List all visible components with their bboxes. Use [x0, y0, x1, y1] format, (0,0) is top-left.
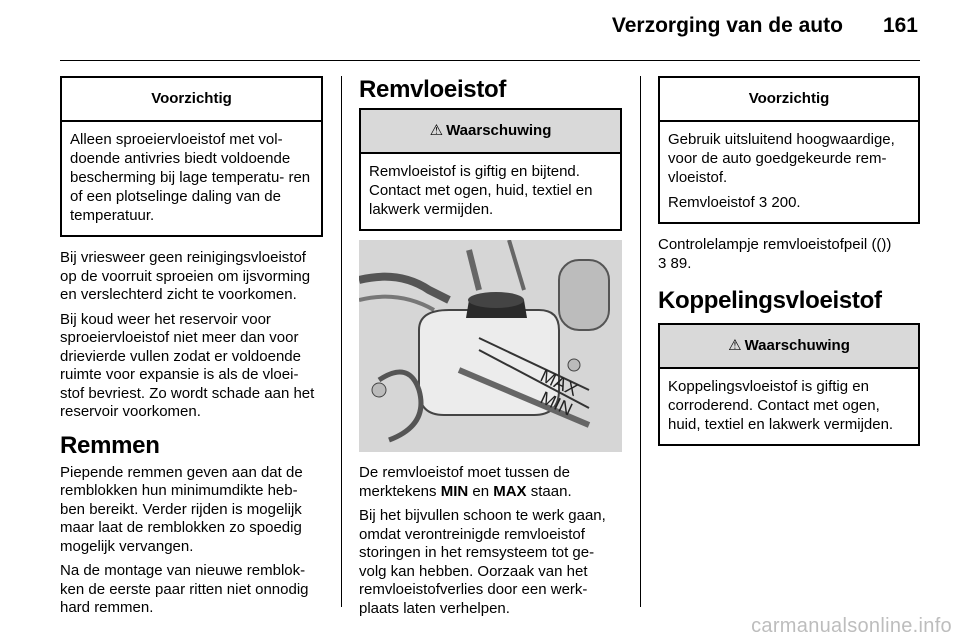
text-segment: staan.	[526, 482, 572, 500]
page-header: Verzorging van de auto 161	[612, 14, 918, 38]
text-segment: en	[468, 482, 494, 500]
lamp-ref-page: 89.	[670, 254, 692, 272]
caution-box-text: Alleen sproeiervloeistof met vol- doende…	[70, 131, 311, 224]
paragraph-reservoir-fill: Bij koud weer het reservoir voor sproeie…	[60, 310, 315, 421]
max-mark: MAX	[493, 482, 527, 500]
min-mark: MIN	[440, 482, 469, 500]
paragraph-frost-spray: Bij vriesweer geen reinigingsvloeistof o…	[60, 249, 311, 303]
caution-box-body: Gebruik uitsluitend hoogwaardige, voor d…	[660, 122, 918, 222]
warning-box-title: Waarschuwing	[744, 337, 850, 354]
caution-box-washer-fluid: Voorzichtig Alleen sproeiervloeistof met…	[60, 76, 323, 237]
ref-text: Remvloeistof	[668, 194, 755, 211]
warning-box-body: Koppelingsvloeistof is giftig en corrode…	[660, 369, 918, 444]
column-divider-1	[341, 76, 342, 607]
watermark: carmanualsonline.info	[751, 615, 952, 637]
cross-reference: Remvloeistof 3 200.	[668, 193, 910, 212]
reservoir-drawing: MAX MIN	[359, 240, 622, 452]
warning-box-text: Koppelingsvloeistof is giftig en corrode…	[668, 378, 894, 433]
column-3: Voorzichtig Gebruik uitsluitend hoogwaar…	[658, 76, 920, 446]
warning-box-title: Waarschuwing	[446, 122, 552, 139]
warning-box-head: ⚠Waarschuwing	[361, 110, 620, 154]
section-heading-brake-fluid: Remvloeistof	[359, 76, 507, 103]
column-2: Remvloeistof ⚠Waarschuwing Remvloeistof …	[359, 76, 622, 624]
section-heading-brakes: Remmen	[60, 431, 160, 459]
page-number: 161	[882, 14, 918, 37]
header-title: Verzorging van de auto	[611, 14, 843, 37]
arrow-icon: 3	[658, 254, 667, 272]
arrow-icon: 3	[758, 194, 768, 211]
warning-box-head: ⚠Waarschuwing	[660, 325, 918, 369]
text-segment: De remvloeistof moet tussen de merkteken…	[359, 464, 570, 500]
warning-box-clutch-fluid: ⚠Waarschuwing Koppelingsvloeistof is gif…	[658, 323, 920, 446]
paragraph-new-brake-pads: Na de montage van nieuwe remblok- ken de…	[60, 562, 309, 616]
caution-box-title: Voorzichtig	[660, 78, 918, 122]
caution-box-title: Voorzichtig	[62, 78, 321, 122]
caution-box-body: Alleen sproeiervloeistof met vol- doende…	[62, 122, 321, 235]
caution-box-brake-fluid-quality: Voorzichtig Gebruik uitsluitend hoogwaar…	[658, 76, 920, 224]
ref-page: 200.	[771, 194, 801, 211]
caution-box-text: Gebruik uitsluitend hoogwaardige, voor d…	[668, 131, 895, 186]
brake-fluid-reservoir-illustration: MAX MIN	[359, 240, 622, 452]
warning-box-text: Remvloeistof is giftig en bijtend. Conta…	[369, 163, 593, 218]
section-heading-clutch-fluid: Koppelingsvloeistof	[658, 287, 882, 314]
brake-lamp-icon: (())	[871, 236, 892, 253]
paragraph-warning-lamp: Controlelampje remvloeistofpeil (()) 3 89…	[658, 236, 920, 273]
header-rule	[60, 60, 920, 61]
column-1: Voorzichtig Alleen sproeiervloeistof met…	[60, 76, 323, 624]
warning-triangle-icon: ⚠	[429, 122, 444, 139]
paragraph-min-max: De remvloeistof moet tussen de merkteken…	[359, 464, 622, 501]
column-divider-2	[640, 76, 641, 607]
lamp-text: Controlelampje remvloeistofpeil	[658, 236, 868, 253]
warning-triangle-icon: ⚠	[728, 337, 742, 354]
paragraph-refill-cleanly: Bij het bijvullen schoon te werk gaan, o…	[359, 507, 606, 617]
paragraph-squeaking-brakes: Piepende remmen geven aan dat de remblok…	[60, 463, 303, 555]
warning-box-body: Remvloeistof is giftig en bijtend. Conta…	[361, 154, 620, 229]
warning-box-brake-fluid: ⚠Waarschuwing Remvloeistof is giftig en …	[359, 108, 622, 231]
